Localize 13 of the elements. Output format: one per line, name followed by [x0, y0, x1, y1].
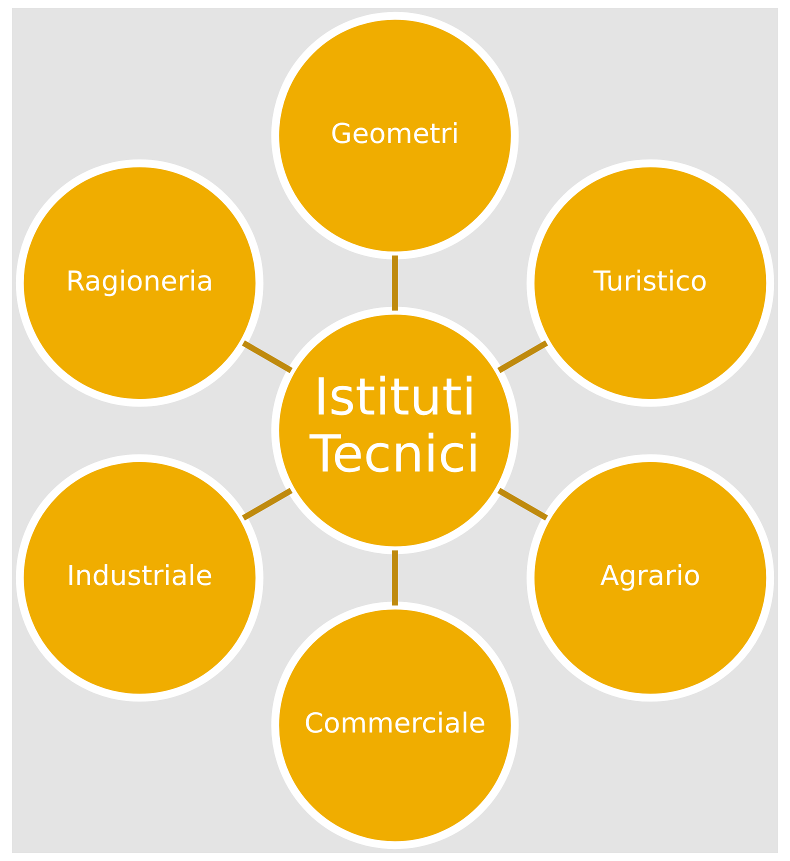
connector	[242, 488, 293, 521]
node-circle: Agrario	[526, 454, 774, 702]
connector	[392, 255, 398, 311]
connector	[497, 488, 548, 521]
connector	[497, 340, 548, 374]
connector	[242, 340, 293, 374]
node-circle: Istituti Tecnici	[271, 306, 519, 554]
connector	[392, 550, 398, 606]
node-circle: Industriale	[16, 454, 264, 702]
node-circle: Geometri	[271, 12, 519, 260]
node-circle: Ragioneria	[16, 159, 264, 407]
node-circle: Commerciale	[271, 602, 519, 850]
node-circle: Turistico	[526, 159, 774, 407]
